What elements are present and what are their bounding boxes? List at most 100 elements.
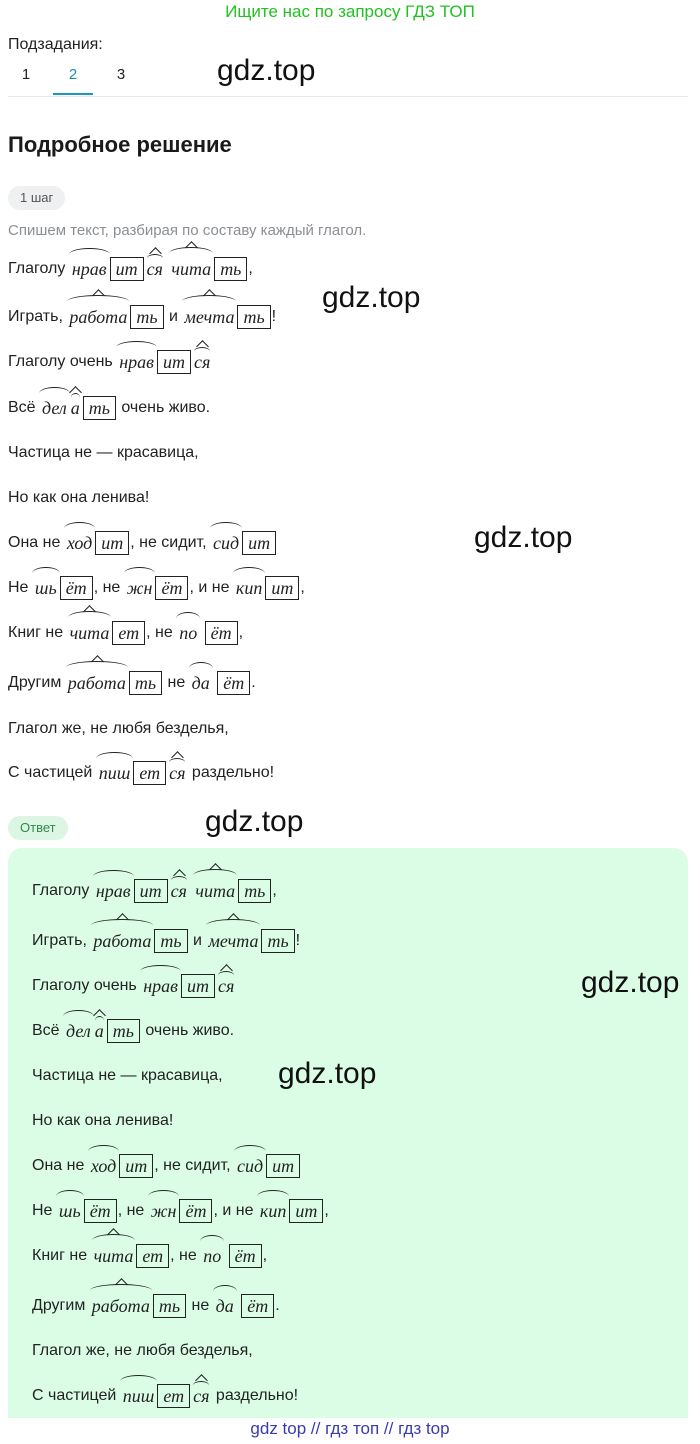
root-morpheme: работа — [91, 919, 154, 951]
root-morpheme: дел — [39, 387, 70, 418]
ending-morpheme: ет — [112, 621, 146, 645]
line-text: Частица не — красавица, — [32, 1067, 223, 1084]
ending-morpheme: ть — [238, 879, 272, 903]
line-text: , — [248, 260, 253, 277]
watermark: gdz.top — [474, 521, 573, 554]
ending-morpheme: ть — [82, 396, 116, 420]
root-morpheme: нрав — [92, 870, 134, 901]
line-text: Но как она ленива! — [8, 489, 150, 506]
line-text: , — [272, 882, 277, 899]
line-text: Не — [32, 1202, 57, 1219]
ending-morpheme: ёт — [228, 1244, 262, 1268]
line-text: С частицей — [8, 764, 97, 781]
line-text — [223, 1247, 227, 1265]
root-morpheme: ход — [63, 522, 96, 553]
suffix-morpheme: а — [94, 1016, 104, 1041]
root-morpheme: сид — [233, 1145, 267, 1176]
ending-morpheme: ть — [261, 929, 295, 953]
subtask-tab-1[interactable]: 1 — [21, 66, 31, 83]
suffix-morpheme: ся — [169, 758, 186, 783]
ending-morpheme: ит — [133, 879, 168, 903]
root-morpheme: дел — [63, 1010, 94, 1041]
line-text: , не — [170, 1247, 202, 1264]
line-text: , не — [117, 1202, 149, 1219]
root-morpheme: нрав — [116, 341, 157, 372]
watermark: gdz.top — [322, 281, 421, 314]
active-tab-indicator — [53, 93, 93, 95]
subtask-tab-3[interactable]: 3 — [116, 66, 126, 83]
root-morpheme: пиш — [119, 1375, 157, 1406]
ending-morpheme: ит — [119, 1154, 154, 1178]
line-text: не — [187, 1297, 214, 1314]
ending-morpheme: ит — [156, 350, 191, 374]
line-text: Глагол же, не любя безделья, — [32, 1342, 253, 1359]
suffix-morpheme: ся — [193, 1381, 210, 1406]
ending-morpheme: ть — [154, 929, 188, 953]
line-text: , — [300, 579, 305, 596]
line-text: Книг не — [8, 624, 68, 641]
root-morpheme: жн — [147, 1190, 180, 1221]
line-text: Глагол же, не любя безделья, — [8, 720, 229, 737]
watermark: gdz.top — [581, 966, 680, 999]
line-text: Она не — [32, 1157, 89, 1174]
line-text: , и не — [213, 1202, 258, 1219]
root-morpheme: да — [212, 1285, 237, 1316]
line-text: , — [238, 624, 244, 641]
line-text: ! — [295, 932, 301, 949]
ending-morpheme: ет — [136, 1244, 170, 1268]
ending-morpheme: ть — [214, 257, 248, 281]
suffix-morpheme: ся — [170, 876, 188, 901]
line-text: очень живо. — [140, 1022, 235, 1039]
line-text: , — [324, 1202, 329, 1219]
footer-links: gdz top // гдз топ // гдз top — [250, 1419, 450, 1438]
ending-morpheme: ет — [157, 1384, 191, 1408]
line-text: С частицей — [32, 1387, 121, 1404]
root-morpheme: чита — [193, 869, 238, 901]
ending-morpheme: ть — [128, 671, 163, 695]
root-morpheme: работа — [89, 1284, 152, 1316]
step-badge: 1 шаг — [8, 186, 66, 210]
ending-morpheme: ёт — [59, 576, 93, 600]
line-text: , не — [93, 579, 125, 596]
line-text: Играть, — [32, 932, 92, 949]
ending-morpheme: ть — [237, 305, 271, 329]
answer-badge: Ответ — [8, 816, 68, 840]
root-morpheme: мечта — [206, 919, 261, 951]
ending-morpheme: ть — [106, 1019, 140, 1043]
ending-morpheme: ёт — [217, 671, 251, 695]
line-text: Всё — [8, 399, 41, 416]
line-text: , не сидит, — [154, 1157, 235, 1174]
divider — [8, 96, 688, 97]
solution-line: Частица не — красавица, — [8, 440, 199, 466]
suffix-morpheme: а — [70, 393, 80, 418]
line-text: Всё — [32, 1022, 65, 1039]
root-morpheme: чита — [67, 611, 112, 643]
ending-morpheme: ит — [289, 1199, 324, 1223]
root-morpheme: жн — [123, 567, 156, 598]
ending-morpheme: ит — [242, 531, 277, 555]
line-text: , — [262, 1247, 268, 1264]
line-text: Глаголу — [8, 260, 70, 277]
root-morpheme: шь — [31, 567, 60, 598]
answer-line: Но как она ленива! — [32, 1108, 173, 1134]
answer-line: Глагол же, не любя безделья, — [32, 1338, 253, 1364]
watermark: gdz.top — [217, 54, 316, 87]
solution-heading: Подробное решение — [8, 132, 232, 157]
line-text: раздельно! — [187, 764, 275, 781]
line-text — [199, 624, 203, 642]
line-text: , не — [146, 624, 178, 641]
watermark: gdz.top — [278, 1057, 377, 1090]
line-text: Не — [8, 579, 33, 596]
suffix-morpheme: ся — [217, 971, 235, 996]
subtask-tab-2[interactable]: 2 — [68, 66, 78, 83]
line-text: ! — [271, 308, 277, 325]
ending-morpheme: ит — [95, 531, 130, 555]
root-morpheme: ход — [87, 1145, 120, 1176]
